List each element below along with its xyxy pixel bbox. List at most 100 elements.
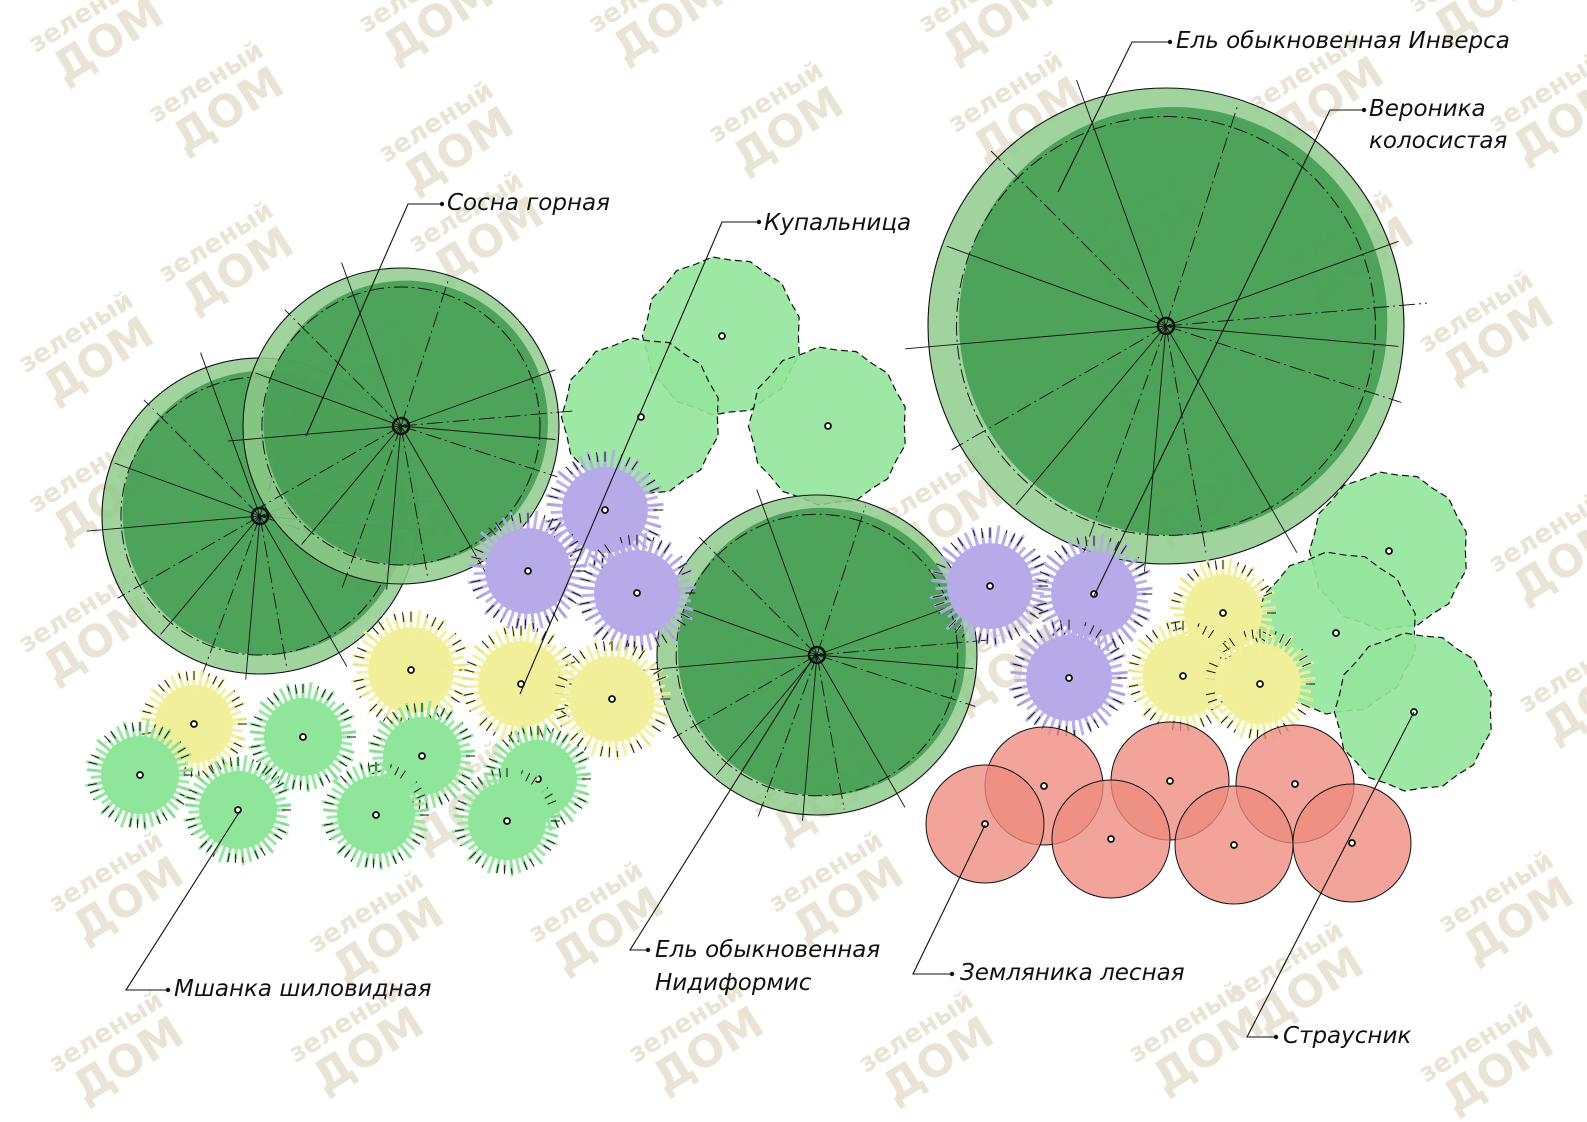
plant-spike <box>282 772 292 790</box>
plant-spike-tick <box>957 537 964 547</box>
strawberry-plant <box>925 764 1045 884</box>
plant-spike <box>217 845 227 863</box>
plant-spike <box>333 740 353 746</box>
strawberry-plant <box>1051 779 1171 899</box>
plant-spike <box>562 668 584 683</box>
strawberry-plant <box>1174 785 1294 905</box>
plant-spike <box>1035 586 1061 593</box>
center-point <box>1230 841 1238 849</box>
plant-spike-tick <box>630 743 635 754</box>
center-point <box>633 589 641 597</box>
plant-spike <box>1290 670 1311 678</box>
plant-spike <box>586 611 601 622</box>
plant-spike-tick <box>470 579 481 583</box>
plant-spike <box>595 648 604 667</box>
plant-spike <box>177 768 194 773</box>
plant-spike-tick <box>323 823 333 826</box>
plant-spike <box>278 687 289 704</box>
plant-spike <box>191 826 206 836</box>
plant-spike <box>1186 618 1193 645</box>
plant-spike <box>1026 697 1043 711</box>
plant-spike-tick <box>326 692 333 701</box>
plant-spike-tick <box>577 797 587 803</box>
plant-spike-tick <box>649 487 660 492</box>
plant-spike <box>146 804 155 828</box>
plant-spike <box>1204 677 1229 683</box>
plant-spike <box>1135 586 1153 592</box>
plant-spike-tick <box>372 735 382 740</box>
plant-spike-tick <box>596 452 599 463</box>
plant-spike <box>639 634 644 646</box>
plant-spike-tick <box>1061 545 1068 555</box>
plant-spike-tick <box>680 613 690 619</box>
center-point <box>601 506 609 514</box>
plant-spike-tick <box>208 765 215 774</box>
labels: Сосна горная Купальница Ель обыкновенная… <box>174 28 1510 1049</box>
plant-spike-tick <box>1174 621 1177 631</box>
center-point <box>608 695 616 703</box>
plant-spike-tick <box>466 661 477 666</box>
plant-spike-tick <box>544 793 553 799</box>
plant-spike <box>504 633 513 652</box>
plant-spike <box>196 761 201 772</box>
plant-spike <box>330 761 343 773</box>
plant-spike <box>142 812 147 823</box>
plant-spike <box>1226 557 1233 583</box>
plant-spike <box>223 710 243 718</box>
plant-spike <box>534 603 544 629</box>
plant-spike <box>351 841 363 860</box>
plant-spike-tick <box>948 619 957 628</box>
plant-spike <box>513 850 522 874</box>
plant-spike-tick <box>554 707 565 711</box>
label-veronika-line1: Вероника <box>1369 96 1486 122</box>
plant-spike <box>493 751 513 765</box>
plant-spike-tick <box>572 655 580 664</box>
plant-spike <box>397 706 408 723</box>
plant-spike-tick <box>342 755 352 761</box>
plant-spike-tick <box>230 747 239 754</box>
plant-spike <box>657 618 677 642</box>
plant-spike <box>446 719 456 729</box>
plant-spike <box>524 623 532 651</box>
plant-spike-tick <box>164 679 171 688</box>
veronica-plant <box>467 510 587 632</box>
plant-spike <box>644 684 666 693</box>
plant-spike <box>1094 640 1114 658</box>
plant-spike <box>1135 693 1149 703</box>
plant-spike <box>640 532 648 560</box>
plant-spike <box>273 819 290 827</box>
plant-spike <box>384 616 395 633</box>
plant-spike <box>149 727 156 740</box>
trollius-plant <box>1203 626 1316 742</box>
plant-spike <box>405 801 425 809</box>
plant-spike <box>444 673 466 680</box>
plant-spike <box>666 619 680 633</box>
plant-spike <box>213 760 224 777</box>
plant-spike-tick <box>251 723 261 727</box>
plant-spike-tick <box>597 549 605 558</box>
conifer-branch <box>200 515 261 680</box>
plant-spike-tick <box>471 556 482 560</box>
center-point <box>503 817 511 825</box>
plant-spike-tick <box>663 544 670 554</box>
plant-spike-tick <box>678 562 688 569</box>
plant-spike <box>1173 613 1186 617</box>
plant-spike-tick <box>1193 568 1200 577</box>
plant-spike-tick <box>488 527 496 536</box>
plant-spike-tick <box>1085 536 1088 547</box>
conifer-branch <box>756 489 818 656</box>
center-point <box>1219 609 1227 617</box>
plant-spike <box>470 702 485 713</box>
plant-spike-tick <box>326 794 336 799</box>
plant-spike <box>670 596 692 603</box>
plant-spike-tick <box>1137 614 1147 620</box>
plant-spike-tick <box>438 796 443 806</box>
plant-spike-tick <box>456 835 466 840</box>
plant-spike <box>1020 638 1038 653</box>
plant-spike-tick <box>556 714 567 720</box>
plant-spike-tick <box>1263 592 1273 597</box>
spruce-inversa-plant <box>905 79 1427 573</box>
plant-spike-tick <box>479 717 488 726</box>
plant-spike <box>229 733 246 741</box>
